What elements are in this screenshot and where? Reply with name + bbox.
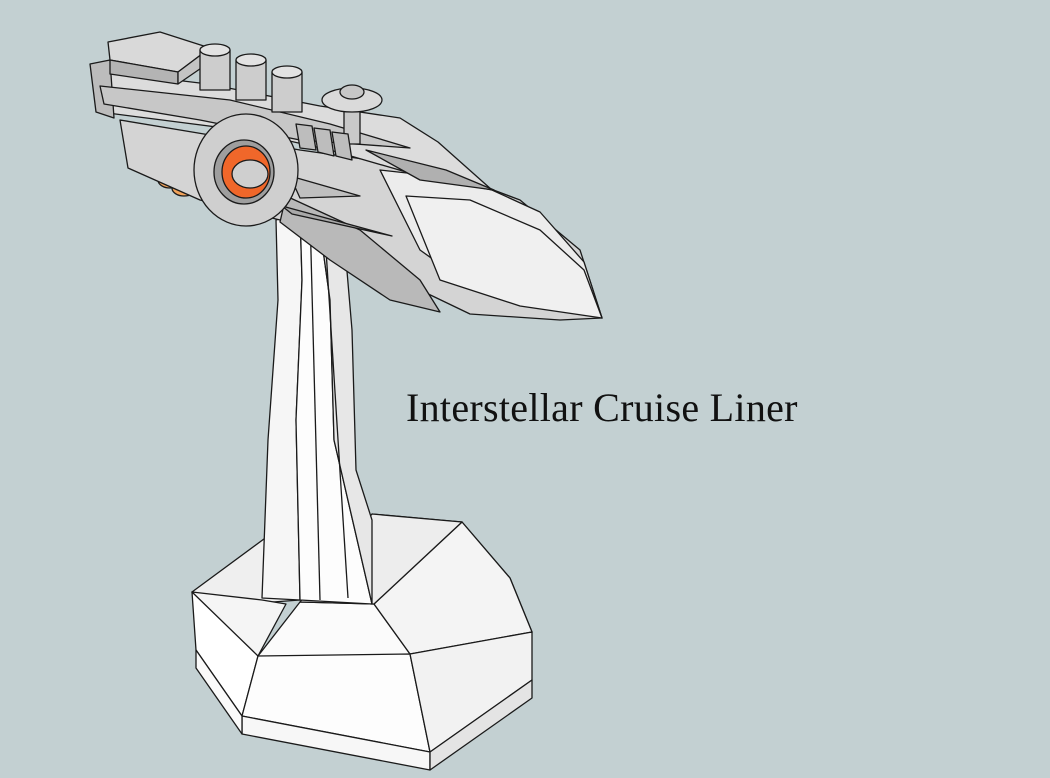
funnel-2-top: [235, 53, 267, 67]
hull-nose-panel: [405, 195, 603, 319]
deck-stripe: [365, 149, 495, 191]
vent-fin-3: [331, 131, 353, 161]
vent-fin-1: [295, 123, 317, 151]
funnel-3-top: [271, 65, 303, 79]
funnel-1-top: [199, 43, 231, 57]
base-bottom-slab-left: [195, 649, 243, 735]
pillar-groove-1: [309, 213, 321, 601]
ship: [89, 31, 603, 321]
funnels: [199, 43, 303, 113]
side-spike-lower: [281, 205, 393, 237]
engine-core: [231, 159, 269, 189]
bridge-dome: [339, 84, 365, 100]
funnel-2: [235, 59, 267, 101]
hull-underside: [279, 195, 441, 313]
vent-fin-2: [313, 127, 335, 157]
vent-fins: [295, 123, 353, 161]
funnel-3: [271, 71, 303, 113]
engine-ring: [193, 113, 299, 227]
base-bottom-slab-right: [429, 679, 533, 771]
pillar-groove-2: [323, 217, 349, 599]
caption-title: Interstellar Cruise Liner: [406, 385, 798, 430]
stand-pillar: [261, 211, 373, 605]
